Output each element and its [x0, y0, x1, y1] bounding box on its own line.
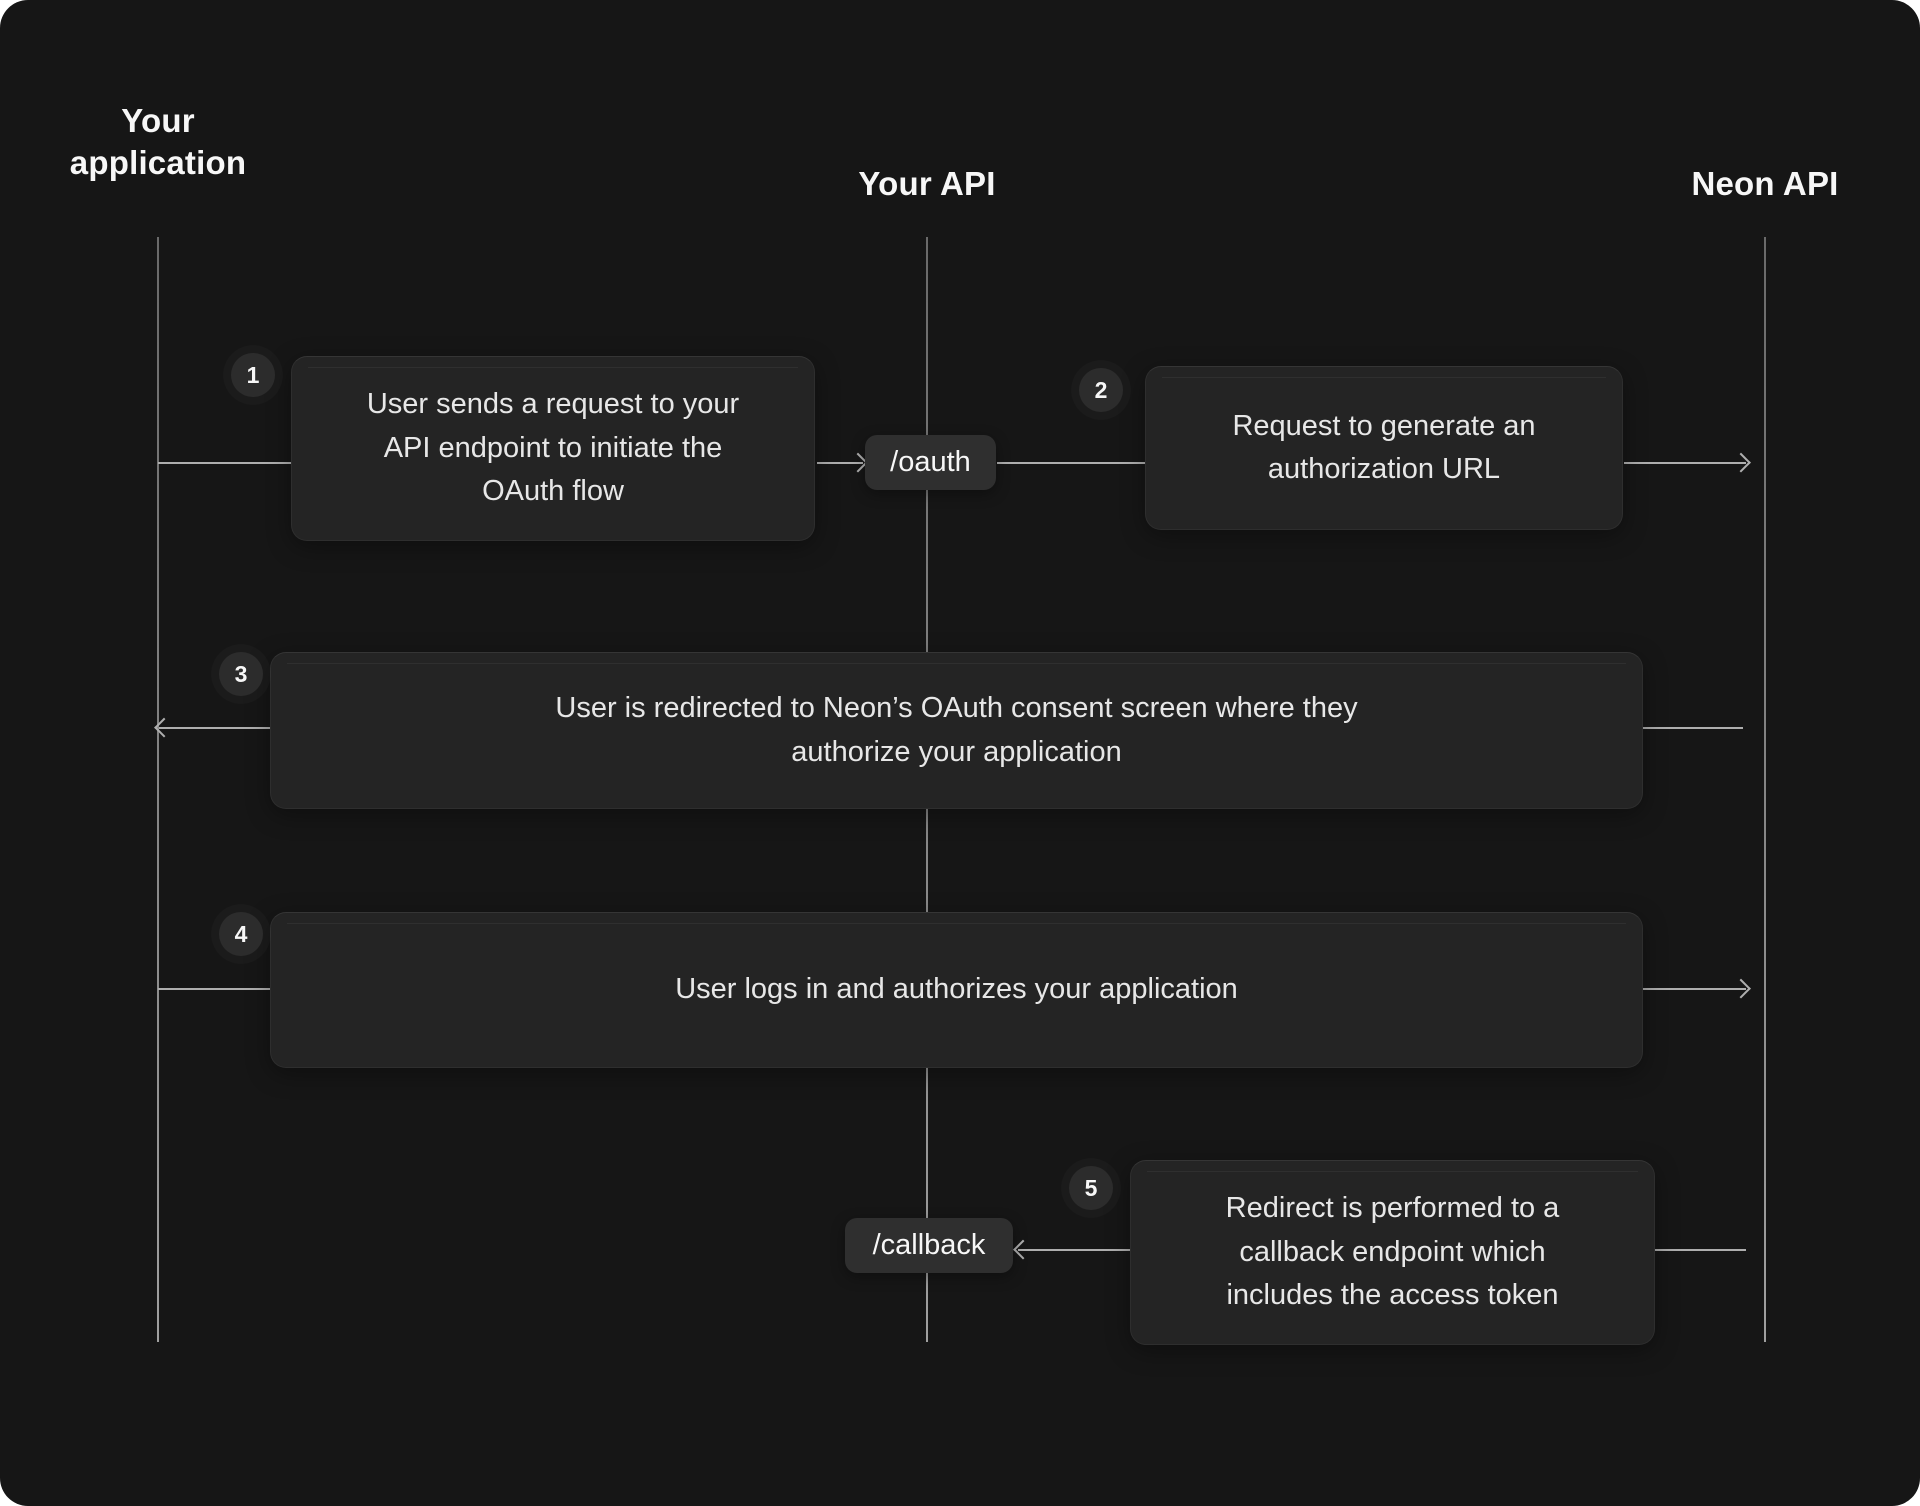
lifeline-neon-api	[1764, 237, 1766, 1342]
arrow-step5-to-callback	[1018, 1249, 1130, 1251]
connector-oauth-to-step2	[997, 462, 1145, 464]
connector-app-to-step4	[158, 988, 270, 990]
step-3-text: User is redirected to Neon’s OAuth conse…	[555, 692, 1358, 768]
lifeline-your-application	[157, 237, 159, 1342]
step-5-badge: 5	[1069, 1166, 1113, 1210]
step-1-box: User sends a request to your API endpoin…	[291, 356, 815, 541]
endpoint-chip-oauth: /oauth	[865, 435, 996, 490]
step-3-box: User is redirected to Neon’s OAuth conse…	[270, 652, 1643, 809]
connector-neon-to-step5	[1655, 1249, 1746, 1251]
step-4-box: User logs in and authorizes your applica…	[270, 912, 1643, 1068]
arrow-step1-to-oauth	[817, 462, 863, 464]
step-2-text: Request to generate an authorization URL	[1232, 409, 1536, 486]
connector-app-to-step1	[158, 462, 291, 464]
step-5-text: Redirect is performed to a callback endp…	[1225, 1192, 1560, 1312]
connector-neon-to-step3	[1643, 727, 1743, 729]
actor-label-neon-api: Neon API	[1691, 165, 1839, 202]
actor-label-your-application: Your application	[69, 102, 247, 182]
actor-label-your-api: Your API	[858, 165, 996, 202]
arrow-step3-to-app	[159, 727, 270, 729]
arrow-step2-to-neon	[1624, 462, 1746, 464]
step-2-box: Request to generate an authorization URL	[1145, 366, 1623, 530]
endpoint-chip-callback: /callback	[845, 1218, 1013, 1273]
step-4-badge: 4	[219, 912, 263, 956]
step-2-badge: 2	[1079, 368, 1123, 412]
step-1-text: User sends a request to your API endpoin…	[366, 388, 740, 508]
step-5-box: Redirect is performed to a callback endp…	[1130, 1160, 1655, 1345]
step-3-badge: 3	[219, 652, 263, 696]
arrow-step4-to-neon	[1643, 988, 1746, 990]
step-4-text: User logs in and authorizes your applica…	[675, 973, 1238, 1006]
step-1-badge: 1	[231, 353, 275, 397]
